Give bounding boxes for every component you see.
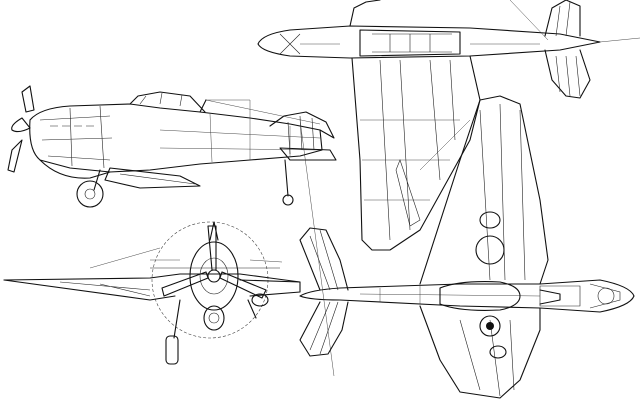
top-wing-ribs [379,59,456,241]
wing-panel-lines [59,281,151,297]
main-wheel [76,180,104,208]
bottom-fuselage [299,279,635,313]
bottom-wing-lower [419,305,541,399]
side-view [7,85,337,208]
top-wing-upper [349,0,381,27]
front-prop-blade-right [219,271,267,299]
wing-root-line [119,173,196,185]
top-view [257,0,640,251]
front-right-wheel [251,293,269,307]
bottom-elevator-ribs [309,229,339,291]
construction-line-1 [299,119,335,377]
spinner-front [207,269,221,283]
canopy-frame [129,91,206,113]
front-left-wheel [165,335,179,365]
bottom-wheel-well-right [489,345,507,359]
construction-line-2 [419,119,471,171]
front-fin [209,221,219,241]
front-left-gear-leg [173,299,181,339]
fuselage-nose-front [189,241,239,311]
front-tail-detail [150,259,283,263]
main-gear-strut [93,169,101,191]
bottom-spinner-outline [589,283,621,309]
propeller-disk [151,221,269,339]
top-cockpit-area [359,29,461,57]
cowling-panel-lines [39,105,113,169]
bottom-wheel-well-left [479,211,501,229]
bottom-radiator-scoop [539,289,561,305]
bottom-nose-panel [539,285,581,307]
main-wheel-hub [84,188,96,200]
top-tail-tip-line [599,37,640,43]
top-tailplane-lower [544,49,591,99]
propeller-blade-lower [7,139,23,173]
bottom-wing-ribs-lower [459,319,515,397]
bottom-view [299,95,635,399]
right-wing-stub [239,279,301,297]
top-elevator-ribs-upper [555,1,571,37]
horizontal-stabilizer [279,147,337,161]
bottom-roundel-lower [479,315,501,337]
bottom-panel-lines [359,286,541,304]
front-prop-blade-up [207,225,217,271]
bottom-tailplane-lower [299,301,349,357]
top-tailplane-upper [544,0,581,37]
canopy-struts [139,92,183,107]
top-wing-lower [351,55,481,251]
top-antenna-line [509,0,549,41]
propeller-blade-upper [21,85,35,113]
wing-root-fairing [104,167,201,189]
radiator-core [208,312,220,324]
front-right-gear-leg [247,299,257,319]
bottom-roundel-upper [475,235,505,265]
wing-trailing-edge [3,279,176,301]
propeller-spinner [11,117,31,133]
tail-wheel [282,194,294,206]
cowling-ring [199,257,229,295]
aerial-wire [205,99,321,125]
bottom-tailplane-upper [299,227,349,291]
top-fuselage [257,25,601,59]
front-view [3,221,301,365]
bottom-drop-tank [439,281,521,311]
bottom-spinner [597,287,615,305]
tail-wheel-strut [284,159,289,197]
construction-line-3 [89,247,161,269]
top-aileron [395,159,421,227]
top-nose-panels [279,33,301,55]
wing-leading-edge [3,273,301,283]
bottom-elevator-ribs-lower [309,301,339,355]
top-wing-stations [360,119,460,201]
bottom-roundel-center [486,322,494,330]
fuselage-outline [29,103,323,173]
front-prop-blade-left [161,271,209,297]
fin-reference-line [205,99,251,120]
bottom-wing-ribs [479,103,526,281]
fuselage-stringers [159,113,321,163]
chin-radiator [39,159,111,179]
top-elevator-ribs [555,55,581,97]
bottom-wing-upper [419,95,549,285]
top-cockpit-frames [372,33,452,53]
vertical-stabilizer [269,111,335,139]
aerial-mast [199,99,207,113]
front-radiator [203,305,225,331]
